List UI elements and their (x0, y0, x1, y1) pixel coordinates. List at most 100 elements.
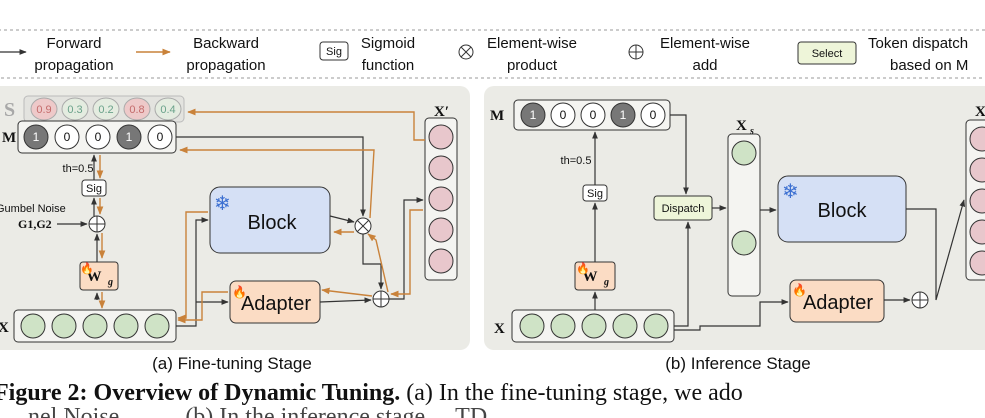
inf-mask-bit-value: 1 (530, 108, 537, 122)
panel-finetune: S 0.9 0.3 0.2 0.8 0.4 M 1 0 0 1 0 th=0.5 Sig Gum… (0, 86, 470, 373)
legend-product-line2: product (507, 57, 558, 74)
inf-adapter-box (789, 279, 885, 323)
xs-cells (731, 140, 757, 256)
s-score-value: 0.9 (36, 104, 51, 116)
x-token (144, 313, 170, 339)
s-label: S (4, 99, 15, 121)
inf-mask-bit-cell (640, 102, 666, 128)
s-score-value: 0.2 (98, 104, 113, 116)
mask-bit-cell (147, 124, 173, 150)
legend-sigmoid-line2: function (362, 57, 415, 74)
inf-threshold-label: th=0.5 (561, 155, 592, 167)
s-score-cell (92, 97, 120, 121)
inf-mask-bit-value: 0 (650, 108, 657, 122)
inf-mask-bit-value: 0 (590, 108, 597, 122)
xs-token (731, 230, 757, 256)
inf-wg-sub: g (603, 277, 609, 288)
wg-box (79, 261, 119, 291)
adapter-label: Adapter (241, 293, 311, 315)
x-prime-token (428, 186, 454, 212)
inf-x-token (519, 313, 545, 339)
inf-snowflake-icon: ❄ (782, 181, 799, 203)
inf-output-token (969, 188, 985, 214)
mask-bit-value: 1 (126, 130, 133, 144)
mask-bit-value: 0 (157, 130, 164, 144)
legend: Forward propagation Backward propagation… (0, 29, 985, 79)
legend-add-line2: add (692, 57, 717, 74)
legend-dispatch-line2: based on M (890, 57, 968, 74)
s-score-value: 0.3 (67, 104, 82, 116)
s-score-value: 0.8 (129, 104, 144, 116)
inf-adapter-label: Adapter (803, 292, 873, 314)
threshold-label: th=0.5 (63, 163, 94, 175)
inf-output-token (969, 250, 985, 276)
finetune-backward-arrows (96, 108, 425, 324)
block-box (209, 186, 331, 254)
fire-icon-inf-adapter: 🔥 (792, 283, 807, 297)
mask-bit-cell (116, 124, 142, 150)
inf-block-label: Block (818, 200, 868, 222)
sig-label: Sig (86, 183, 102, 195)
inf-mask-bit-cell (580, 102, 606, 128)
x-prime-token (428, 155, 454, 181)
s-score-cell (30, 97, 58, 121)
inf-wg-label: W (583, 269, 598, 285)
mask-bit-cell (85, 124, 111, 150)
x-prime-label: X′ (434, 104, 449, 120)
inf-output-token (969, 157, 985, 183)
inf-sig-label: Sig (587, 188, 603, 200)
s-score-cell (154, 97, 182, 121)
xs-column (727, 133, 761, 297)
wg-label: W (87, 269, 102, 285)
figure-caption-rest: (a) In the fine-tuning stage, we ado (400, 380, 743, 406)
inf-mask-bit-value: 0 (560, 108, 567, 122)
legend-product-icon (458, 44, 474, 60)
mask-bit-value: 0 (95, 130, 102, 144)
inf-output-token (969, 219, 985, 245)
figure-caption-line2: …nel Noise … … (b) In the inference stag… (4, 404, 517, 418)
figure-caption-bold: Figure 2: Overview of Dynamic Tuning. (0, 380, 400, 406)
gumbel-vars: G1,G2 (18, 217, 52, 231)
legend-select-label: Select (812, 48, 843, 60)
inf-out-label: X (975, 104, 985, 120)
mask-bit-value: 0 (64, 130, 71, 144)
xs-token (731, 140, 757, 166)
legend-sig-box (319, 41, 349, 61)
legend-product-line1: Element-wise (487, 35, 577, 52)
mask-bit-value: 1 (33, 130, 40, 144)
inf-x-token (643, 313, 669, 339)
legend-select-box (797, 41, 857, 65)
inf-x-token (550, 313, 576, 339)
x-prime-cells (428, 124, 454, 274)
m-label: M (2, 130, 16, 146)
x-label: X (0, 320, 9, 336)
s-cells: 0.9 0.3 0.2 0.8 0.4 (30, 97, 182, 121)
legend-backward-line2: propagation (186, 57, 265, 74)
inf-m-cells: 1 0 0 1 0 (520, 102, 666, 128)
block-label: Block (248, 212, 298, 234)
inf-output-cells (969, 126, 985, 276)
gumbel-label: Gumbel Noise (0, 203, 66, 215)
xs-sub: s (749, 126, 754, 137)
add-op (372, 290, 390, 308)
inf-m-label: M (490, 108, 504, 124)
s-score-value: 0.4 (160, 104, 175, 116)
legend-add-icon (628, 44, 644, 60)
x-prime-token (428, 248, 454, 274)
finetune-forward-arrows (57, 136, 424, 327)
x-prime-token (428, 217, 454, 243)
snowflake-icon: ❄ (214, 193, 231, 215)
fire-icon-wg: 🔥 (80, 262, 94, 275)
inf-x-token (581, 313, 607, 339)
legend-sig-label: Sig (326, 46, 342, 58)
dispatch-label: Dispatch (662, 203, 705, 215)
x-token (82, 313, 108, 339)
product-op (354, 217, 372, 235)
inf-mask-bit-value: 1 (620, 108, 627, 122)
s-score-cell (123, 97, 151, 121)
mask-bit-cell (54, 124, 80, 150)
x-prime-token (428, 124, 454, 150)
legend-add-line1: Element-wise (660, 35, 750, 52)
figure-caption: Figure 2: Overview of Dynamic Tuning. (a… (0, 380, 743, 406)
